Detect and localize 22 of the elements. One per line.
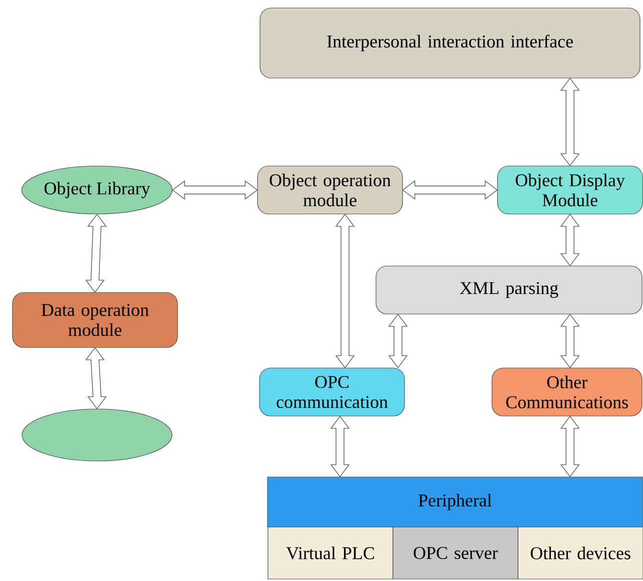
module-box: Object operation module [257,166,403,214]
double-arrow [85,214,107,293]
peripheral-bar: Peripheral [267,476,643,528]
module-box: Object Display Module [497,166,643,214]
database-ellipse [22,408,172,462]
communication-box: Other Communications [492,368,642,416]
double-arrow [560,78,580,166]
double-arrow [335,214,355,368]
device-cell: Other devices [518,526,643,580]
device-cell: OPC server [392,526,518,580]
device-cell: Virtual PLC [268,526,394,580]
double-arrow [560,416,580,478]
module-box: Data operation module [12,292,178,348]
double-arrow [560,214,580,266]
parsing-box: XML parsing [376,266,642,314]
double-arrow [560,314,580,368]
double-arrow [172,180,258,200]
interface-box: Interpersonal interaction interface [260,8,640,78]
double-arrow [402,180,498,200]
communication-box: OPC communication [259,368,405,416]
double-arrow [388,314,408,368]
double-arrow [330,416,350,478]
